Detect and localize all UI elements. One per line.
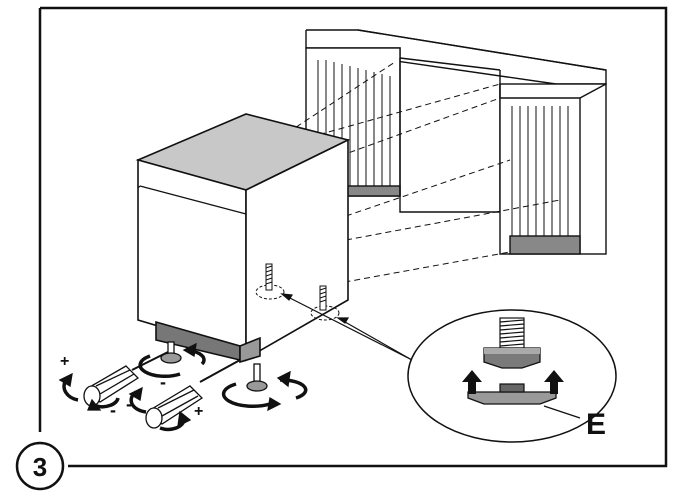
step-badge: 3	[15, 441, 65, 491]
up-arrow-right-icon	[544, 370, 564, 394]
front-foot-left	[138, 341, 206, 379]
screwdriver-lower	[128, 359, 241, 432]
minus-sign-upper: -	[110, 400, 116, 420]
figure-frame	[40, 6, 668, 468]
callout-label-e: E	[586, 408, 606, 441]
foot-base-plate	[467, 391, 557, 405]
plus-sign-upper: +	[60, 353, 69, 370]
dishwasher	[135, 113, 351, 364]
plus-sign-lower: +	[194, 403, 203, 420]
kitchen-cabinet	[305, 29, 607, 255]
front-foot-center	[221, 363, 308, 412]
screwdriver-upper	[58, 351, 169, 411]
step-number: 3	[33, 452, 47, 482]
up-arrow-left-icon	[462, 370, 482, 394]
minus-sign-lower: -	[126, 394, 132, 414]
callout-pointers	[280, 293, 413, 361]
threaded-spring	[499, 317, 525, 349]
detail-callout	[407, 309, 617, 443]
minus-sign-mid: -	[160, 372, 166, 392]
